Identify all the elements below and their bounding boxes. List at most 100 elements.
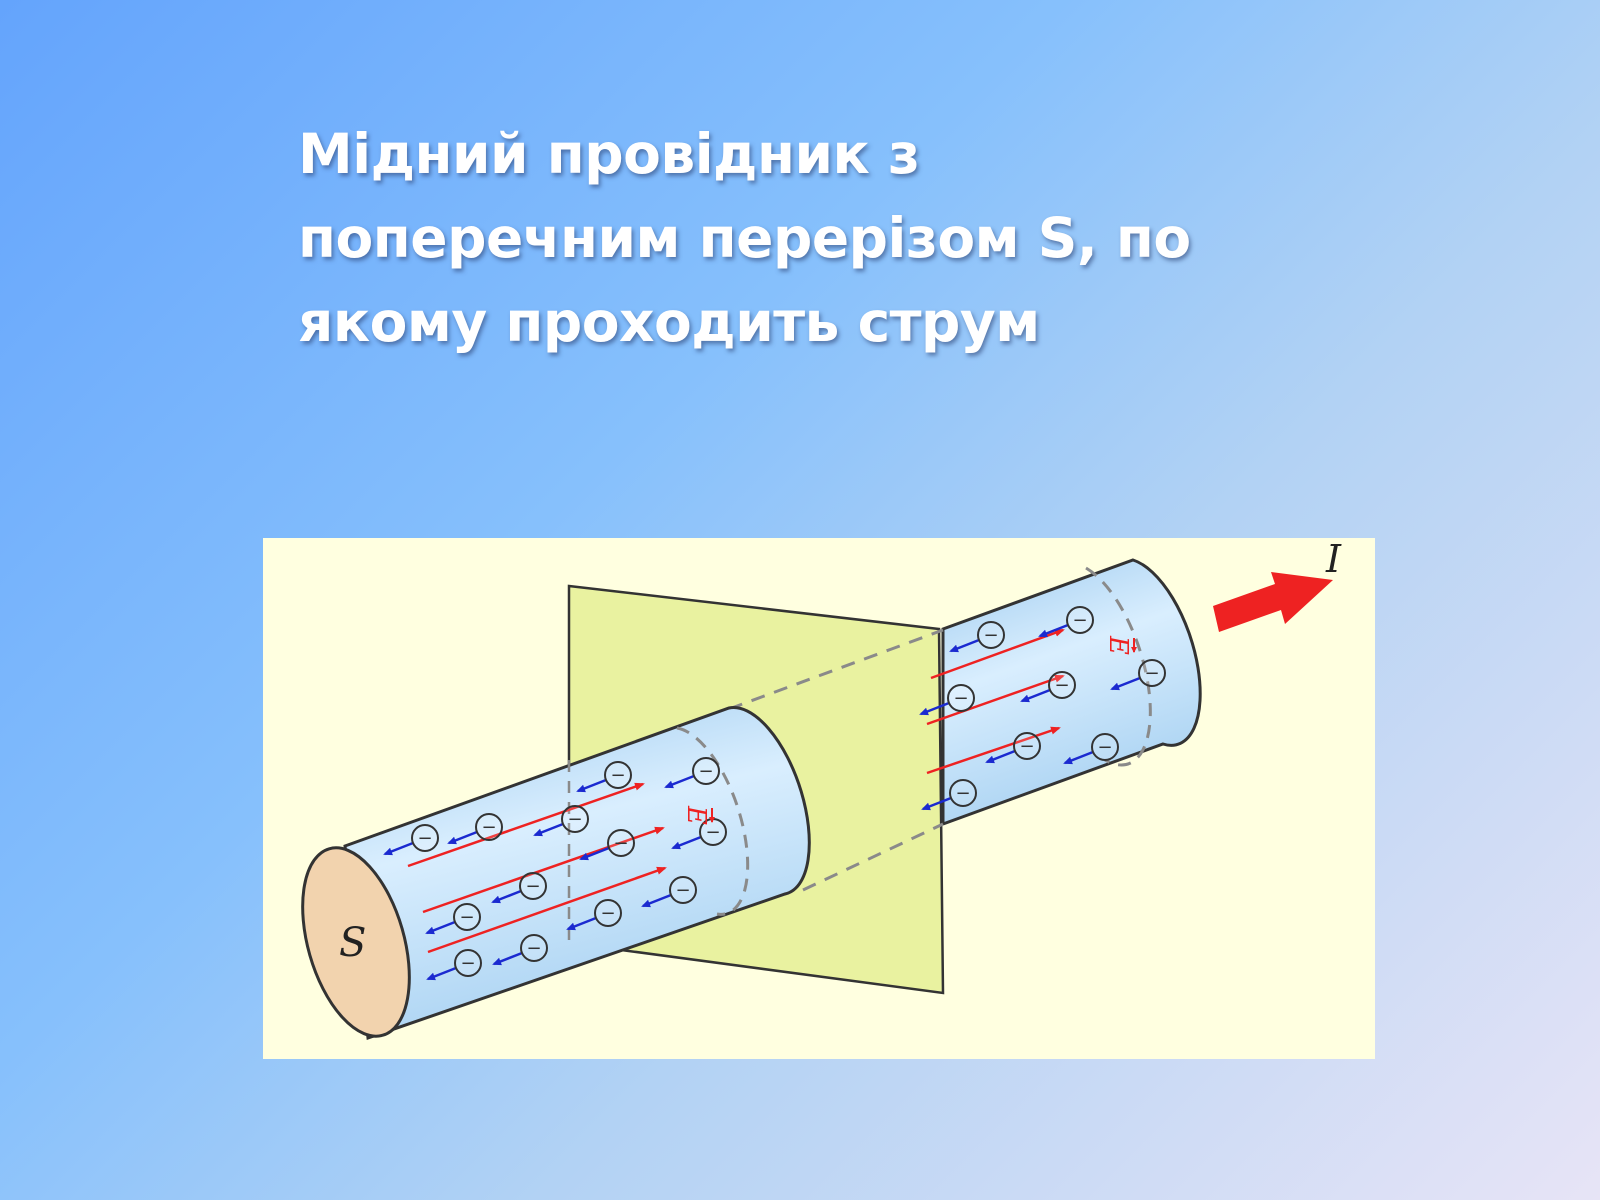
hidden-bottom-edge	[802, 822, 944, 892]
right-cylinder-hidden-end	[1085, 566, 1152, 767]
electron-velocity-arrow	[1020, 688, 1051, 703]
hidden-conductor-edges	[728, 628, 944, 892]
electron-velocity-arrow	[1063, 750, 1094, 765]
conductor-figure: −−−−−−−−−−−−−−−−−−−−− S E E I	[263, 538, 1375, 1059]
title-line-1: Мідний провідник з	[298, 122, 920, 186]
electron-circle	[453, 903, 481, 931]
electron-circle	[519, 872, 547, 900]
electron-circle	[1091, 733, 1119, 761]
electron-sign: −	[525, 876, 540, 897]
electric-field-lines	[407, 628, 1065, 954]
electron-sign: −	[953, 688, 968, 709]
field-line-2	[422, 826, 665, 914]
slide-title: Мідний провідник з поперечним перерізом …	[298, 112, 1278, 364]
electron-circle	[1066, 606, 1094, 634]
electron-sign: −	[955, 783, 970, 804]
electron-circle	[669, 876, 697, 904]
electron: −	[425, 903, 481, 935]
electron-velocity-arrow	[921, 796, 952, 811]
electron-circle	[949, 779, 977, 807]
field-label-left-text: E	[681, 805, 711, 825]
electron: −	[426, 949, 482, 981]
electron-circle	[454, 949, 482, 977]
electrons: −−−−−−−−−−−−−−−−−−−−−	[383, 606, 1166, 981]
electron: −	[447, 813, 503, 845]
electron: −	[1110, 659, 1166, 691]
electron: −	[949, 621, 1005, 653]
electron: −	[641, 876, 697, 908]
electron-velocity-arrow	[425, 920, 456, 935]
electron-circle	[561, 805, 589, 833]
electron-velocity-arrow	[579, 846, 610, 861]
field-line-5	[926, 674, 1065, 726]
field-line-3	[427, 866, 667, 954]
title-line-2: поперечним перерізом S, по	[298, 206, 1191, 270]
electron-sign: −	[613, 833, 628, 854]
electron-circle	[520, 934, 548, 962]
electron: −	[579, 829, 635, 861]
electron-circle	[1013, 732, 1041, 760]
field-line-1	[407, 782, 645, 868]
electron-sign: −	[610, 765, 625, 786]
electron-velocity-arrow	[383, 841, 414, 856]
title-line-3: якому проходить струм	[298, 290, 1040, 354]
electron: −	[1020, 671, 1076, 703]
right-cylinder-body	[941, 558, 1202, 827]
electron: −	[566, 899, 622, 931]
electron-velocity-arrow	[1110, 676, 1141, 691]
electron: −	[1038, 606, 1094, 638]
electron-velocity-arrow	[492, 951, 523, 966]
electron-circle	[594, 899, 622, 927]
electron: −	[383, 824, 439, 856]
electron-velocity-arrow	[1038, 623, 1069, 638]
electron: −	[985, 732, 1041, 764]
left-conductor-segment	[301, 706, 811, 1041]
electron-sign: −	[1054, 675, 1069, 696]
electron: −	[533, 805, 589, 837]
electron-circle	[692, 757, 720, 785]
electron-circle	[411, 824, 439, 852]
electron: −	[491, 872, 547, 904]
electron-sign: −	[526, 938, 541, 959]
electron-circle	[475, 813, 503, 841]
electron-circle	[1048, 671, 1076, 699]
electron: −	[919, 684, 975, 716]
electron-velocity-arrow	[447, 830, 478, 845]
electron: −	[921, 779, 977, 811]
electron-velocity-arrow	[576, 778, 607, 793]
field-line-4	[930, 628, 1065, 680]
electron-sign: −	[417, 828, 432, 849]
field-label-left: E	[681, 805, 715, 825]
electron-velocity-arrow	[671, 835, 702, 850]
electron-velocity-arrow	[919, 701, 950, 716]
current-label: I	[1325, 538, 1342, 581]
cross-section-face	[301, 846, 411, 1038]
electron-sign: −	[1019, 736, 1034, 757]
electron-velocity-arrow	[949, 638, 980, 653]
electron: −	[1063, 733, 1119, 765]
field-label-right-text: E	[1103, 635, 1133, 655]
electron-velocity-arrow	[533, 822, 564, 837]
electron-velocity-arrow	[664, 774, 695, 789]
electron-velocity-arrow	[426, 966, 457, 981]
electron-sign: −	[698, 761, 713, 782]
cross-section-label: S	[339, 920, 366, 966]
electron-sign: −	[675, 880, 690, 901]
electron-sign: −	[600, 903, 615, 924]
electron-sign: −	[481, 817, 496, 838]
electron-velocity-arrow	[641, 893, 672, 908]
electron-sign: −	[460, 953, 475, 974]
electron: −	[492, 934, 548, 966]
electron-circle	[947, 684, 975, 712]
electron-sign: −	[1097, 737, 1112, 758]
electron-circle	[977, 621, 1005, 649]
electron-circle	[607, 829, 635, 857]
current-direction-arrow	[1213, 572, 1333, 632]
left-cylinder-hidden-section	[676, 726, 750, 916]
electron-sign: −	[459, 907, 474, 928]
electron: −	[576, 761, 632, 793]
electron: −	[671, 818, 727, 850]
electron-velocity-arrow	[566, 916, 597, 931]
electron-sign: −	[705, 822, 720, 843]
right-conductor-segment	[941, 558, 1202, 827]
